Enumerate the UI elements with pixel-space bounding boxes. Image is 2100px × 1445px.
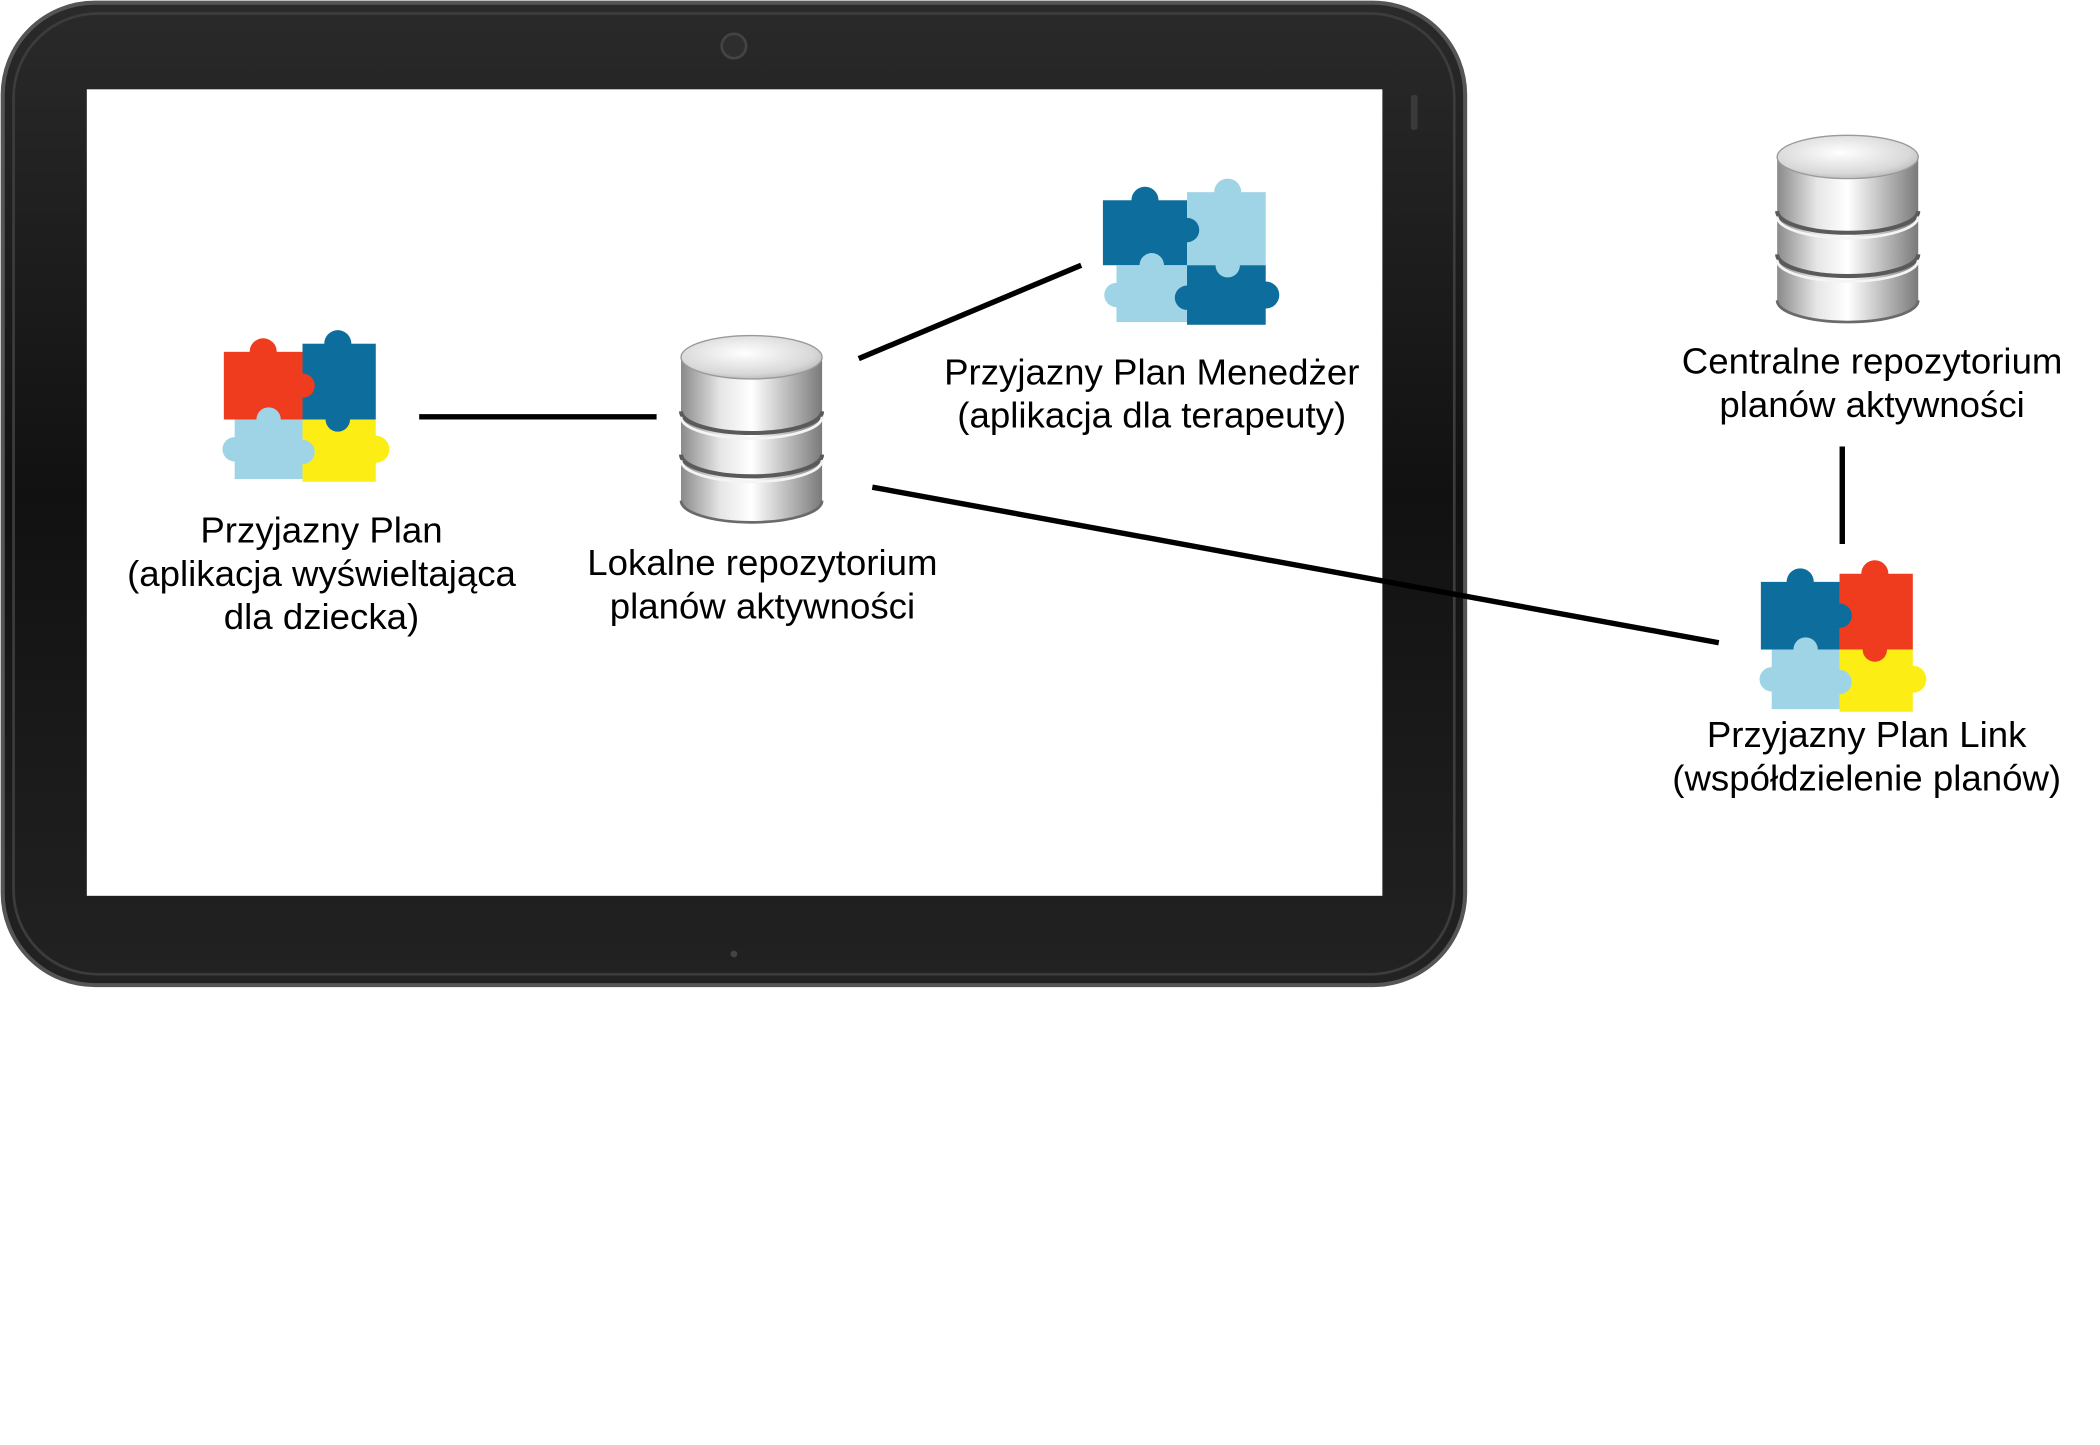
child-app-title: Przyjazny Plan bbox=[200, 510, 443, 551]
child-app-subtitle-1: (aplikacja wyświeltająca bbox=[127, 553, 516, 595]
local-repo-line-1: Lokalne repozytorium bbox=[587, 542, 938, 584]
child-app-subtitle-2: dla dziecka) bbox=[223, 596, 420, 638]
link-app-subtitle: (współdzielenie planów) bbox=[1672, 757, 2062, 799]
database-icon bbox=[681, 336, 822, 523]
child-app-label: Przyjazny Plan (aplikacja wyświeltająca … bbox=[127, 509, 516, 639]
connector-local-manager bbox=[857, 262, 1083, 362]
side-button-icon bbox=[1410, 94, 1418, 130]
puzzle-multicolor-icon bbox=[1759, 560, 1927, 712]
manager-app-title: Przyjazny Plan Menedżer bbox=[944, 351, 1360, 393]
puzzle-multicolor-icon bbox=[222, 330, 390, 482]
link-app-title: Przyjazny Plan Link bbox=[1706, 714, 2027, 756]
local-repo-line-2: planów aktywności bbox=[609, 585, 916, 627]
central-repo-line-2: planów aktywności bbox=[1719, 384, 2025, 425]
manager-app-label: Przyjazny Plan Menedżer (aplikacja dla t… bbox=[944, 350, 1359, 437]
database-icon bbox=[1777, 135, 1918, 322]
manager-app-subtitle: (aplikacja dla terapeuty) bbox=[957, 395, 1347, 436]
central-repo-line-1: Centralne repozytorium bbox=[1681, 341, 2063, 382]
puzzle-blue-icon bbox=[1102, 178, 1280, 325]
connector-local-link bbox=[871, 484, 1720, 646]
home-dot-icon bbox=[730, 950, 738, 958]
link-app-label: Przyjazny Plan Link (współdzielenie plan… bbox=[1672, 713, 2061, 800]
central-repo-label: Centralne repozytorium planów aktywności bbox=[1682, 340, 2063, 427]
camera-icon bbox=[720, 32, 748, 60]
connections bbox=[419, 262, 1845, 646]
local-repo-label: Lokalne repozytorium planów aktywności bbox=[587, 541, 937, 628]
